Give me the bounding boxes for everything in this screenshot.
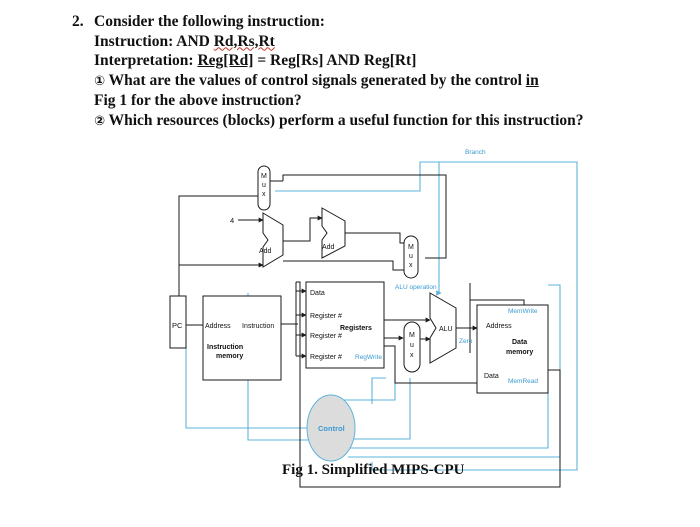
interpretation-prefix: Interpretation:: [94, 52, 198, 69]
subquestion-1-text-2: Fig 1 for the above instruction?: [94, 92, 302, 109]
alu-mux-x: x: [410, 352, 414, 359]
interpretation-dest: Reg[Rd]: [197, 52, 254, 69]
question-intro: Consider the following instruction:: [94, 13, 325, 30]
mux-feedback-wire: [282, 174, 447, 259]
question-block: 2. Consider the following instruction: In…: [72, 12, 682, 131]
control-label: Control: [318, 424, 345, 433]
datapath-wires: [178, 174, 561, 488]
dmem-address-label: Address: [486, 323, 512, 330]
alusrc-line: [354, 378, 411, 440]
subquestion-1-text: What are the values of control signals g…: [105, 71, 526, 89]
alu-mux-u: u: [410, 342, 414, 349]
dmem-title-2: memory: [506, 349, 533, 356]
constant-four-label: 4: [230, 216, 234, 225]
subquestion-1: ① What are the values of control signals…: [72, 71, 682, 92]
subquestion-1-in: in: [525, 71, 539, 89]
zero-label: Zero: [459, 338, 473, 345]
branch-mux-u: u: [409, 253, 413, 260]
adder1-to-mux-wire: [283, 260, 404, 271]
control-signal-lines: [185, 161, 578, 471]
interpretation-line: Interpretation: Reg[Rd] = Reg[Rs] AND Re…: [72, 51, 682, 71]
subquestion-1-cont: Fig 1 for the above instruction?: [72, 91, 682, 111]
instruction-prefix: Instruction: AND: [94, 32, 214, 50]
imem-instruction-label: Instruction: [242, 323, 274, 330]
branch-adder-label: Add: [322, 244, 335, 251]
pc-mux: M u x: [257, 165, 271, 211]
reg-register-num-1: Register #: [310, 313, 342, 320]
circled-one-icon: ①: [94, 73, 106, 89]
dmem-title-1: Data: [512, 339, 527, 346]
imem-address-label: Address: [205, 323, 231, 330]
figure-caption: Fig 1. Simplified MIPS-CPU: [282, 462, 465, 478]
adder-to-adder-wire: [283, 215, 323, 242]
pc-to-mux-wire: [178, 195, 270, 322]
reg-register-num-3: Register #: [310, 354, 342, 361]
branch-mux: M u x: [403, 235, 419, 279]
alu-label: ALU: [439, 326, 453, 333]
pc-block: PC: [169, 295, 187, 349]
alu-operation-line: [436, 162, 442, 296]
branch-adder: Add: [321, 207, 346, 259]
reg-data-label: Data: [310, 290, 325, 297]
alu-block: ALU Zero ALU operation: [395, 284, 473, 364]
memread-label: MemRead: [508, 378, 538, 385]
alu-operation-label: ALU operation: [395, 284, 437, 291]
pc-mux-x: x: [262, 191, 266, 198]
instruction-line: Instruction: AND Rd,Rs,Rt: [72, 32, 682, 52]
regwrite-line: [371, 377, 386, 404]
subquestion-2-text: Which resources (blocks) perform a usefu…: [105, 111, 584, 129]
subquestion-2: ② Which resources (blocks) perform a use…: [72, 111, 682, 132]
pc-mux-m: M: [261, 173, 267, 180]
instruction-memory-block: Address Instruction Instruction memory: [202, 295, 282, 381]
alu-src-mux: M u x: [403, 321, 421, 373]
adder2-to-mux-wire: [345, 232, 404, 244]
memwrite-label: MemWrite: [508, 308, 538, 315]
reg-register-num-2: Register #: [310, 333, 342, 340]
alu-mux-m: M: [409, 332, 415, 339]
dmem-writeback-wire: [296, 281, 561, 488]
branch-label: Branch: [465, 149, 486, 156]
imem-title-1: Instruction: [207, 344, 243, 351]
registers-block: Data Register # Registers Register # Reg…: [305, 281, 385, 369]
dmem-data-label: Data: [484, 373, 499, 380]
branch-mux-m: M: [408, 244, 414, 251]
pc-adder-label: Add: [259, 248, 272, 255]
circled-two-icon: ②: [94, 113, 106, 129]
pc-adder: Add 4: [230, 212, 284, 268]
imem-title-2: memory: [216, 353, 243, 360]
interpretation-rest: = Reg[Rs] AND Reg[Rt]: [253, 52, 417, 69]
data-memory-block: Address Data memory Data MemWrite MemRea…: [476, 304, 549, 394]
control-unit: Control: [306, 394, 356, 462]
registers-title: Registers: [340, 325, 372, 332]
branch-mux-x: x: [409, 262, 413, 269]
pc-mux-u: u: [262, 182, 266, 189]
question-number: 2.: [72, 13, 84, 30]
control-input-line: [185, 346, 308, 429]
branch-line: [275, 161, 578, 471]
question-line-1: 2. Consider the following instruction:: [72, 12, 682, 32]
pc-label: PC: [172, 321, 183, 330]
instruction-operands: Rd,Rs,Rt: [213, 32, 275, 50]
regwrite-label: RegWrite: [355, 354, 382, 361]
